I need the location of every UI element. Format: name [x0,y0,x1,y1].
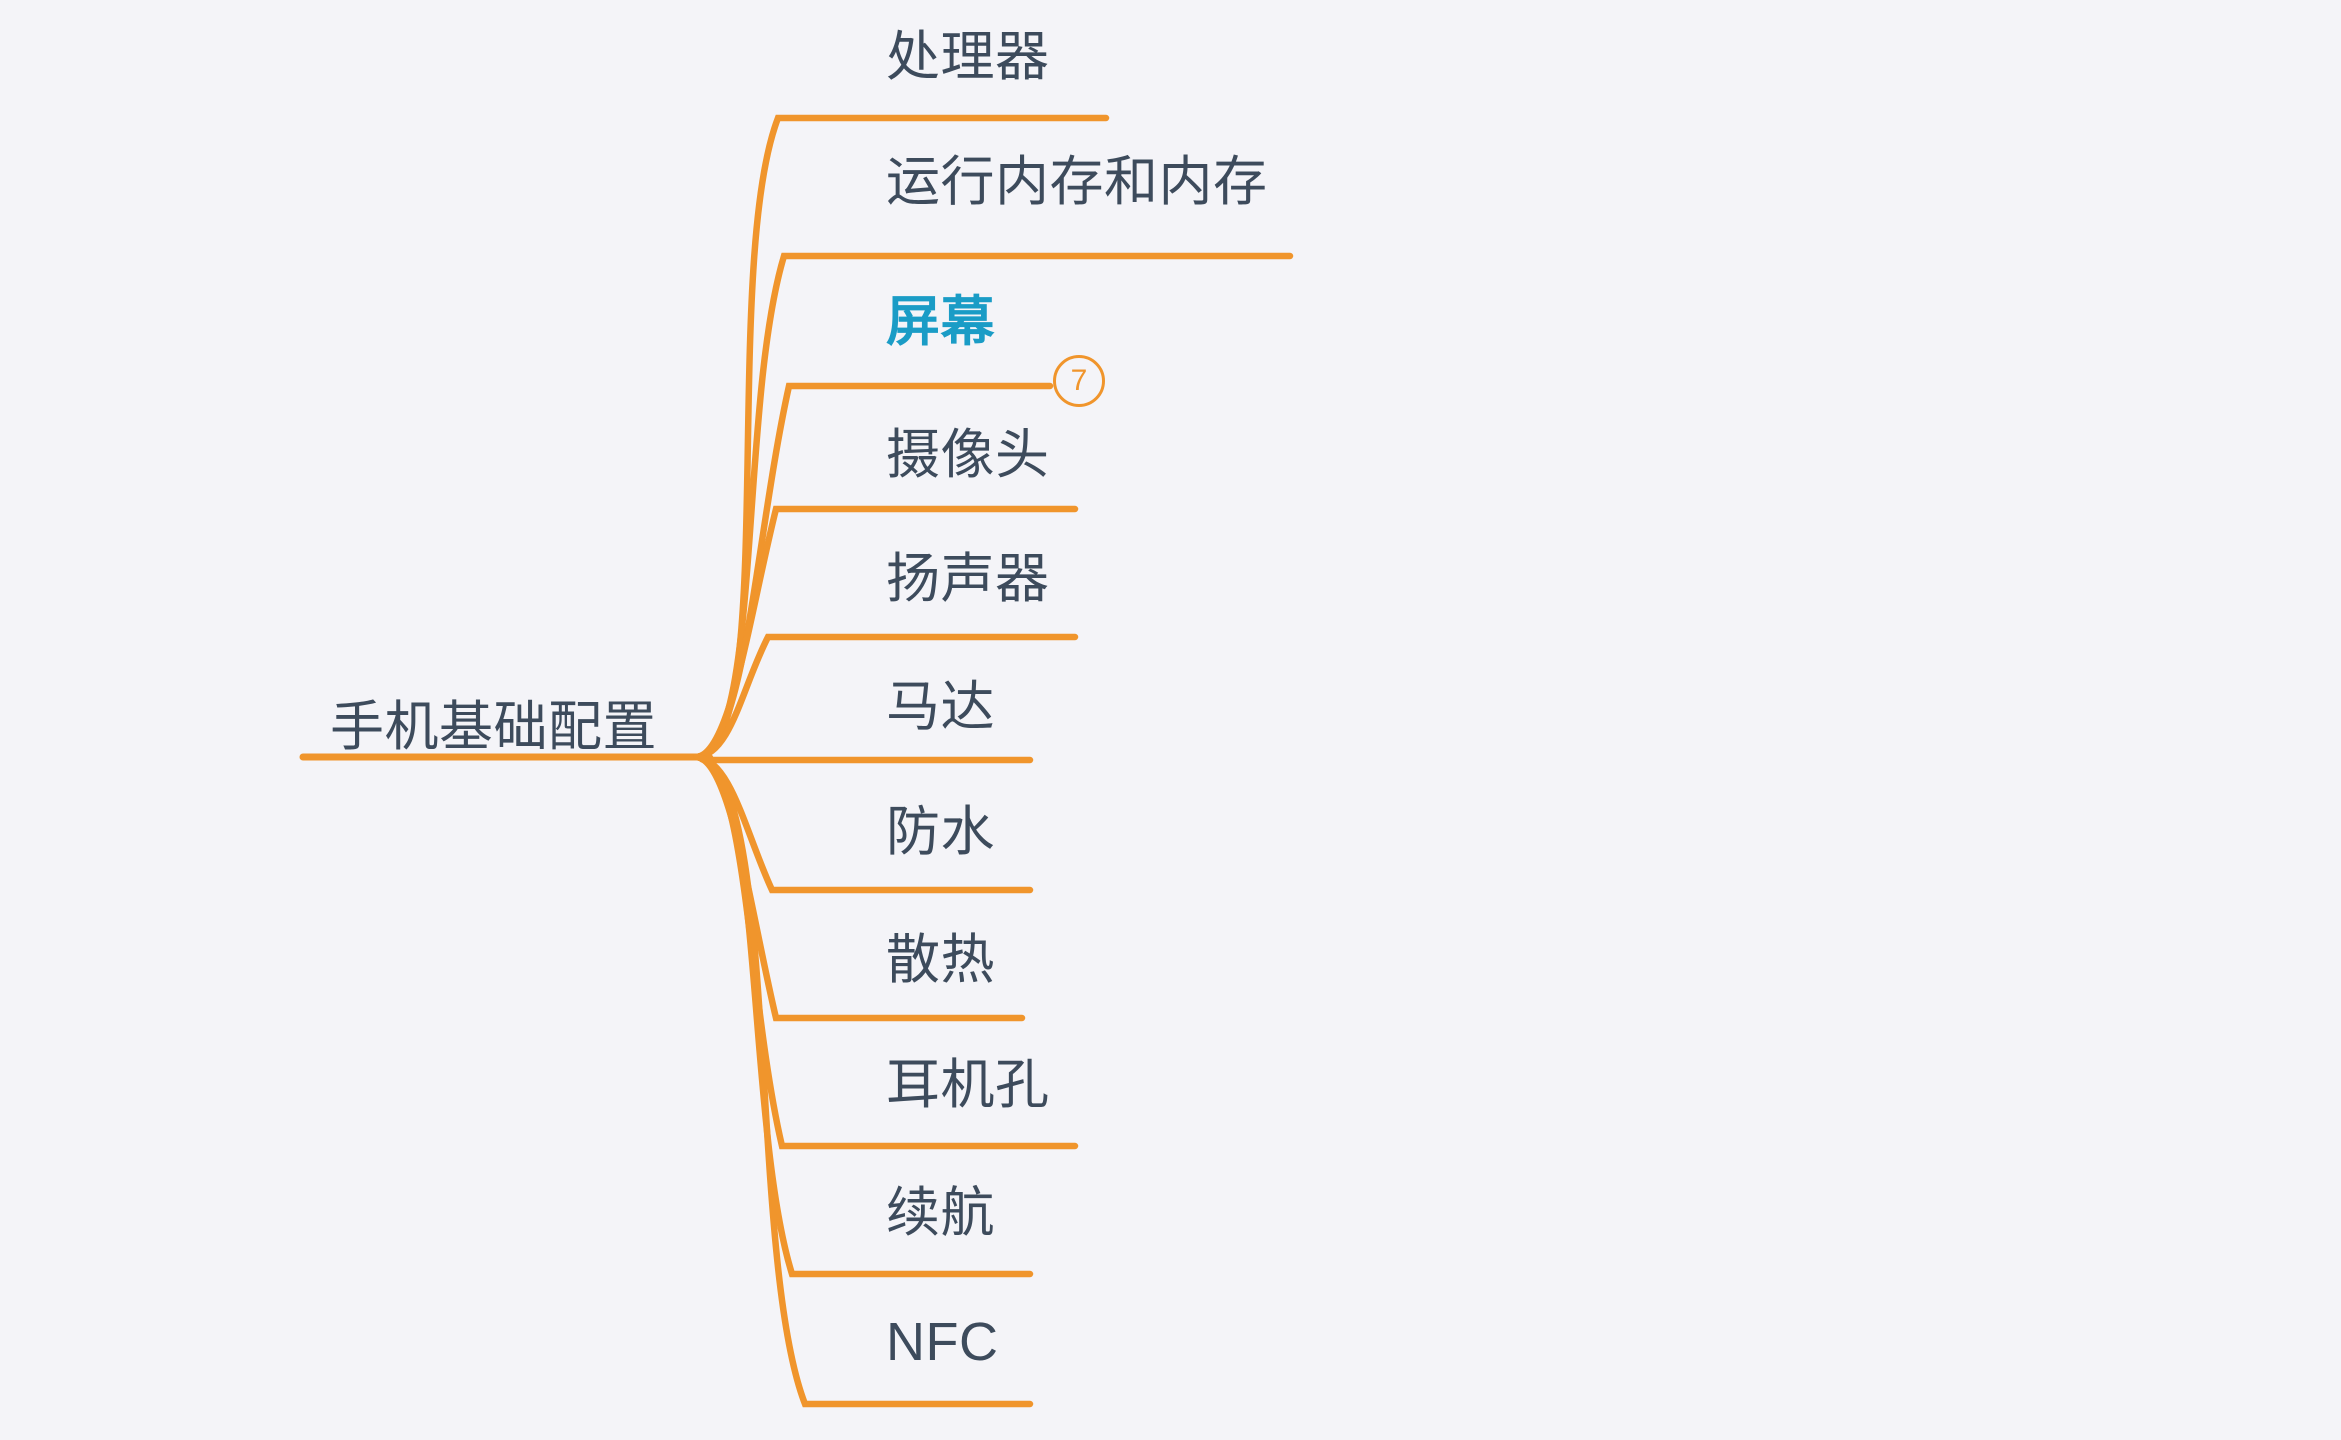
branch-node-label-6[interactable]: 马达 [886,677,995,737]
branch-node-label-7[interactable]: 防水 [886,802,995,862]
branch-node-label-11[interactable]: NFC [886,1312,999,1372]
branch-node-label-9[interactable]: 耳机孔 [886,1055,1050,1115]
branch-node-label-1[interactable]: 处理器 [886,27,1050,87]
branch-connector-6 [693,753,1034,764]
branch-node-label-10[interactable]: 续航 [886,1183,995,1243]
branch-node-label-4[interactable]: 摄像头 [886,425,1050,485]
child-count-badge-3[interactable]: 7 [1053,355,1105,407]
branch-node-label-2[interactable]: 运行内存和内存 [886,152,1268,212]
branch-node-label-5[interactable]: 扬声器 [886,549,1050,609]
branch-node-label-3[interactable]: 屏幕 [886,292,995,352]
root-node-label[interactable]: 手机基础配置 [330,697,657,757]
branch-node-label-8[interactable]: 散热 [886,930,995,990]
